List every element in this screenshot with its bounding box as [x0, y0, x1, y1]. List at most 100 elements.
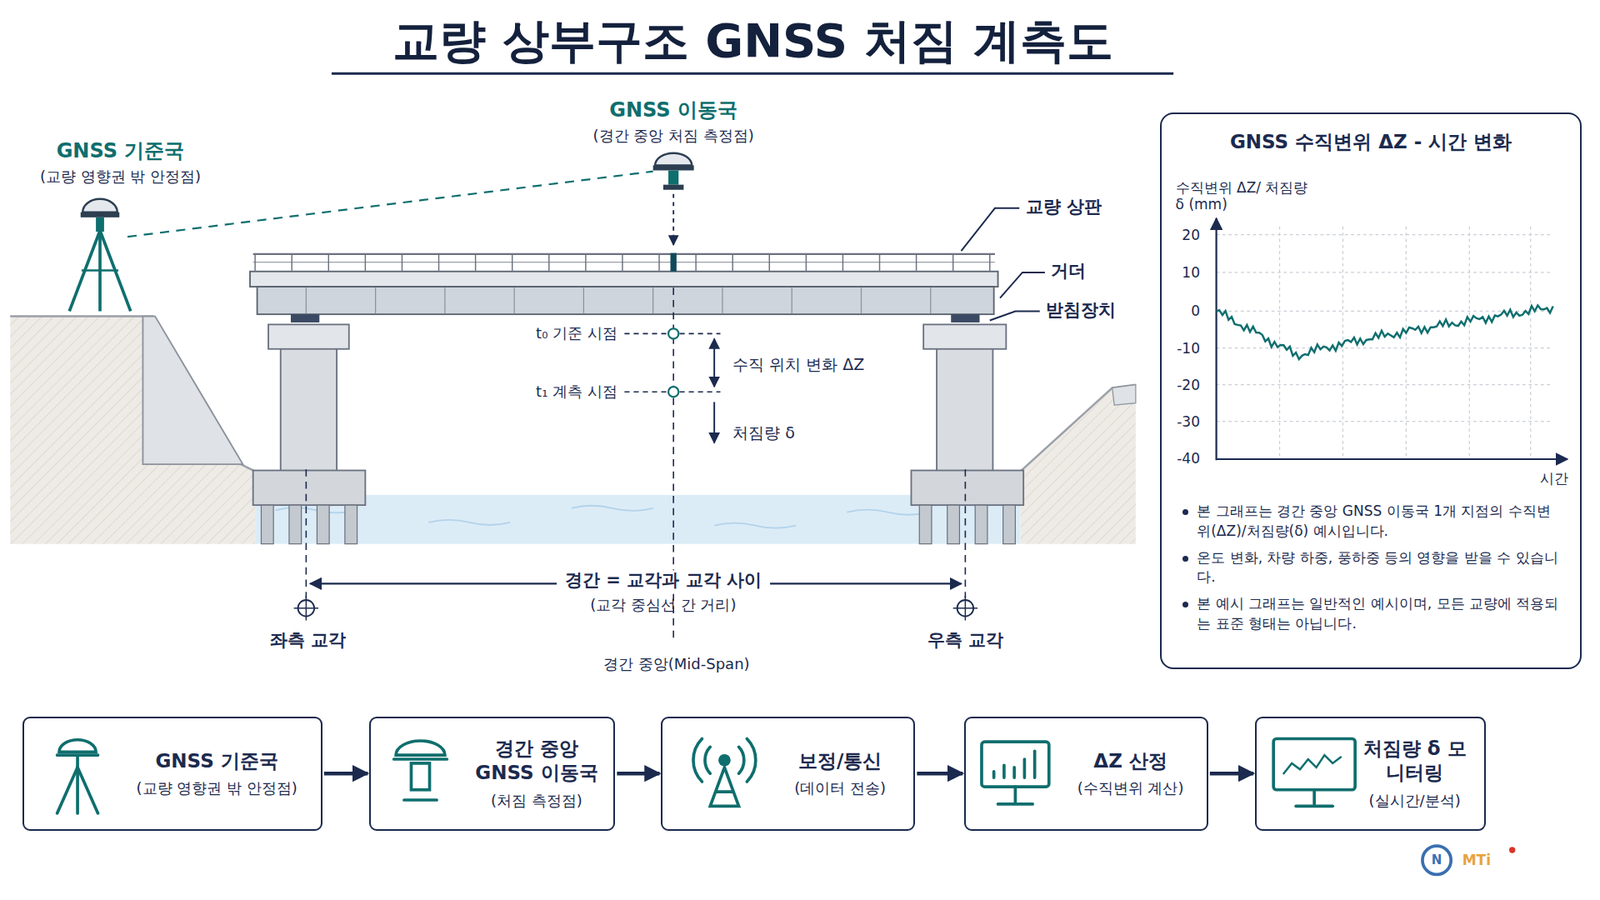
ground	[1112, 385, 1136, 405]
note-item: 온도 변화, 차량 하중, 풍하중 등의 영향을 받을 수 있습니다.	[1180, 548, 1560, 589]
girder	[791, 287, 793, 314]
girder	[253, 261, 995, 263]
leader-line	[990, 310, 1040, 320]
flow-icon	[404, 798, 437, 802]
girder	[511, 254, 513, 272]
axis-tick: 20	[1181, 225, 1200, 243]
chart	[1215, 218, 1217, 460]
box-note: (처짐 측정점)	[490, 790, 583, 810]
girder	[805, 254, 807, 272]
bearing	[290, 314, 980, 323]
pier	[975, 505, 988, 545]
centerline	[668, 386, 679, 397]
girder	[250, 254, 999, 315]
water	[275, 505, 930, 529]
girder	[365, 254, 366, 272]
girder	[879, 254, 880, 272]
axis-tick: -20	[1176, 375, 1200, 393]
chart-panel: GNSS 수직변위 ΔZ - 시간 변화본 그래프는 경간 중앙 GNSS 이동…	[1160, 112, 1582, 670]
flow-icon	[1002, 765, 1006, 778]
span-dimension	[965, 595, 966, 620]
girder	[514, 287, 515, 314]
centerline	[305, 287, 965, 643]
pier	[345, 505, 358, 545]
centerline	[305, 469, 308, 598]
chart	[1405, 226, 1407, 460]
flow-icon	[693, 739, 756, 782]
flow-icon	[1273, 739, 1355, 790]
water	[255, 495, 1020, 545]
flow-icon	[1014, 786, 1018, 802]
centerline	[713, 401, 715, 443]
chart	[1216, 384, 1554, 385]
box-note: (실시간/분석)	[1369, 790, 1461, 810]
flow-icon	[1012, 767, 1016, 778]
rover-antenna	[668, 170, 679, 185]
part-name: 거더	[1050, 260, 1086, 282]
logo	[1509, 846, 1515, 853]
time-label: t₁ 계측 시점	[535, 382, 618, 401]
axis-tick: -10	[1176, 339, 1200, 356]
girder	[328, 254, 330, 272]
bearing	[290, 314, 320, 323]
logo-mark: N	[1431, 852, 1443, 868]
process-box: 처짐량 δ 모니터링 (실시간/분석)	[1255, 716, 1486, 831]
girder	[444, 287, 445, 314]
ground	[1020, 385, 1135, 545]
process-box: 보정/통신(데이터 전송)	[660, 716, 915, 831]
centerline	[713, 339, 715, 388]
girder	[290, 254, 292, 272]
note-text: 본 그래프는 경간 중앙 GNSS 이동국 1개 지점의 수직변위(ΔZ)/처짐…	[1196, 502, 1551, 540]
dimension-label: 처짐량 δ	[732, 423, 795, 443]
station-note: (교량 영향권 밖 안정점)	[40, 167, 201, 186]
bearing	[950, 314, 980, 323]
logo	[1422, 845, 1515, 875]
flow-arrow	[1210, 771, 1254, 776]
chart	[1216, 226, 1554, 460]
rover-antenna	[670, 253, 676, 272]
centerline	[965, 469, 967, 598]
pier	[289, 505, 302, 545]
girder	[652, 287, 654, 314]
girder	[731, 254, 733, 272]
rover-antenna	[655, 153, 692, 166]
flow-icon	[998, 802, 1034, 806]
base-station	[81, 269, 119, 271]
base-station	[95, 217, 105, 232]
pier	[268, 324, 350, 349]
chart	[1530, 226, 1531, 460]
pier	[253, 470, 366, 505]
leader-line	[960, 208, 1045, 321]
girder	[401, 254, 403, 272]
station-label: GNSS 기준국	[56, 139, 185, 164]
chart	[1216, 234, 1554, 235]
flow-icon	[394, 757, 448, 761]
box-heading: 보정/통신	[798, 749, 882, 775]
title-underline	[331, 73, 1174, 75]
title-underline	[331, 72, 1174, 75]
box-heading: 처짐량 δ 모니터링	[1360, 736, 1470, 787]
axis-title: 수직변위 ΔZ/ 처짐량 δ (mm)	[1175, 179, 1309, 214]
part-name: 받침장치	[1045, 300, 1116, 322]
pier	[260, 505, 274, 545]
base-station	[82, 199, 118, 213]
bullet-dot	[1182, 509, 1189, 515]
chart	[1216, 271, 1554, 273]
process-box: 경간 중앙 GNSS 이동국(처짐 측정점)	[369, 716, 615, 831]
girder	[583, 287, 585, 314]
base-station	[69, 171, 653, 312]
flow-icon	[981, 741, 1050, 787]
pier	[947, 505, 960, 545]
flow-arrow	[324, 771, 368, 776]
girder	[305, 287, 307, 314]
process-box: ΔZ 산정(수직변위 계산)	[964, 716, 1209, 831]
rover-antenna	[663, 185, 684, 190]
ground	[1020, 385, 1135, 472]
base-station	[127, 171, 654, 237]
dimension-label: 수직 위치 변화 ΔZ	[732, 355, 865, 375]
axis-tick: 10	[1181, 264, 1200, 281]
flow-icon	[59, 740, 96, 753]
box-text: 경간 중앙 GNSS 이동국(처짐 측정점)	[468, 736, 606, 811]
rover-label: GNSS 이동국	[609, 98, 738, 123]
girder	[375, 287, 376, 314]
